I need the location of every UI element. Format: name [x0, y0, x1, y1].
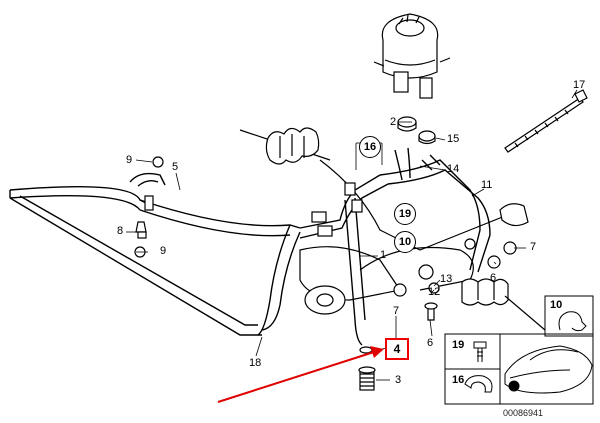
callout-2: 2 [390, 116, 397, 128]
legend-label-16: 16 [452, 374, 465, 386]
callout-18: 18 [249, 357, 262, 369]
legend-frame [444, 295, 594, 405]
callout-11: 11 [481, 179, 493, 191]
callout-7-right: 7 [530, 241, 537, 253]
steering-rack-illustration [239, 127, 546, 331]
callout-19-circle: 19 [394, 203, 416, 225]
callout-8: 8 [117, 225, 124, 237]
callout-9-bottom: 9 [160, 245, 167, 257]
callout-12: 12 [428, 286, 441, 298]
callout-15: 15 [447, 133, 460, 145]
callout-6-right: 6 [490, 272, 497, 284]
callout-10-circle: 10 [394, 231, 416, 253]
callout-16-circle: 16 [359, 136, 381, 158]
callout-5: 5 [172, 161, 179, 173]
callout-14: 14 [447, 163, 460, 175]
callout-7-bottom: 7 [393, 305, 400, 317]
callout-6-bottom: 6 [427, 337, 434, 349]
fittings [134, 156, 517, 391]
leader-lines [126, 89, 578, 381]
legend-label-10: 10 [550, 299, 563, 311]
clamp-illustrations [397, 116, 436, 145]
callout-4-highlight: 4 [385, 338, 409, 360]
callout-3: 3 [395, 374, 402, 386]
callout-1: 1 [380, 249, 387, 261]
legend-label-19: 19 [452, 339, 465, 351]
hose-lines [9, 147, 491, 346]
reference-number: 00086941 [503, 408, 544, 418]
callout-13: 13 [440, 273, 453, 285]
callout-9-top: 9 [126, 154, 133, 166]
reservoir-illustration [373, 13, 451, 99]
cable-tie-illustration [504, 89, 588, 153]
highlight-arrow [217, 346, 384, 403]
callout-17: 17 [573, 79, 586, 91]
